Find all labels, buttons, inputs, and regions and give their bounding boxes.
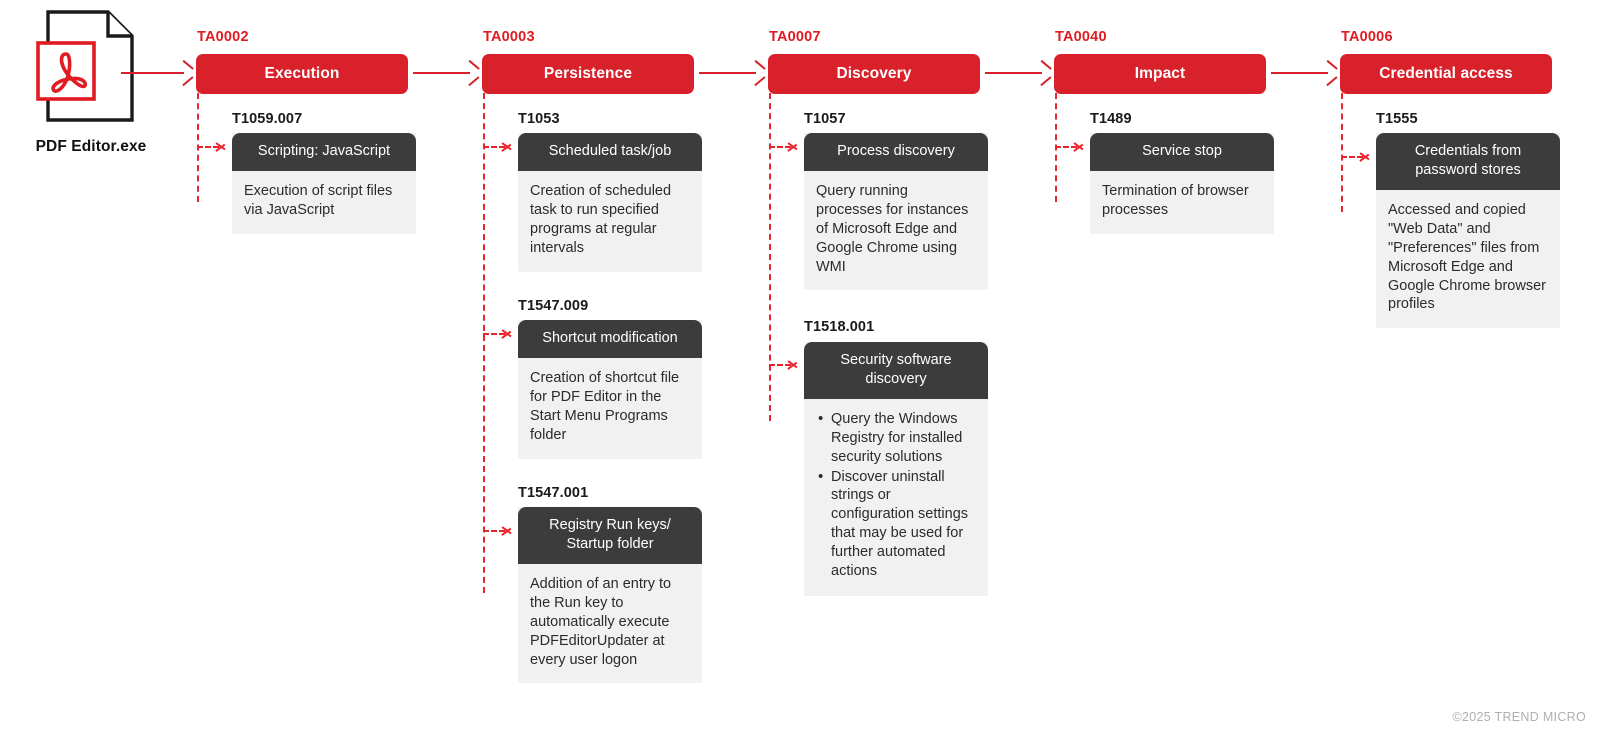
technique-id: T1547.009: [518, 297, 589, 314]
spine-credential-access: [1341, 93, 1343, 212]
technique-bullet-list: Query the Windows Registry for installed…: [816, 409, 976, 581]
technique-id: T1555: [1376, 110, 1418, 127]
technique-id: T1518.001: [804, 319, 875, 336]
technique-title: Scripting: JavaScript: [232, 133, 416, 172]
technique-bullet: Discover uninstall strings or configurat…: [818, 467, 976, 581]
tactic-id-ta0003: TA0003: [483, 29, 535, 45]
technique-description: Creation of scheduled task to run specif…: [530, 183, 672, 256]
technique-title: Security software discovery: [804, 341, 988, 400]
technique-description: Accessed and copied "Web Data" and "Pref…: [1388, 202, 1546, 313]
technique-id: T1053: [518, 110, 560, 127]
tactic-id-ta0002: TA0002: [197, 29, 249, 45]
spine-discovery: [769, 93, 771, 421]
technique-id: T1059.007: [232, 110, 303, 127]
tactic-id-ta0007: TA0007: [769, 29, 821, 45]
technique-title: Credentials from password stores: [1376, 133, 1560, 191]
connector-arrow-t1547-009: [483, 328, 517, 340]
pdf-file-icon: [36, 8, 146, 124]
connector-arrow-t1489: [1055, 141, 1089, 153]
technique-list-credential-access: T1555 Credentials from password stores A…: [1340, 111, 1560, 329]
connector-arrow-t1547-001: [483, 525, 517, 537]
technique-title: Process discovery: [804, 133, 988, 172]
connector-arrow-t1057: [769, 141, 803, 153]
technique-card[interactable]: Shortcut modification Creation of shortc…: [483, 320, 702, 459]
technique-list-persistence: T1053 Scheduled task/job Creation of sch…: [482, 111, 702, 684]
technique-card-t1555: T1555 Credentials from password stores A…: [1341, 110, 1560, 329]
tactic-id-ta0006: TA0006: [1341, 29, 1393, 45]
connector-arrow-t1555: [1341, 151, 1375, 163]
technique-description: Addition of an entry to the Run key to a…: [530, 576, 672, 668]
source-file-label: PDF Editor.exe: [35, 138, 147, 155]
connector-arrow-t1518-001: [769, 359, 803, 371]
connector-arrow-t1053: [483, 141, 517, 153]
flow-arrow-source-to-execution: [121, 66, 193, 80]
spine-impact: [1055, 93, 1057, 202]
technique-card-t1518-001: T1518.001 Security software discovery Qu…: [769, 319, 988, 596]
tactic-id-ta0040: TA0040: [1055, 29, 1107, 45]
technique-card[interactable]: Scheduled task/job Creation of scheduled…: [483, 133, 702, 272]
spine-persistence: [483, 93, 485, 593]
spine-execution: [197, 93, 199, 202]
lane-impact: TA0040 Impact T1489 Service stop Termina…: [1054, 29, 1274, 234]
technique-card-t1053: T1053 Scheduled task/job Creation of sch…: [483, 110, 702, 272]
technique-list-execution: T1059.007 Scripting: JavaScript Executio…: [196, 111, 416, 234]
technique-card-t1059-007: T1059.007 Scripting: JavaScript Executio…: [197, 110, 416, 234]
technique-card[interactable]: Scripting: JavaScript Execution of scrip…: [197, 133, 416, 234]
tactic-box-execution[interactable]: Execution: [196, 53, 408, 94]
flow-arrow-impact-to-credential-access: [1271, 66, 1337, 80]
lane-execution: TA0002 Execution T1059.007 Scripting: Ja…: [196, 29, 416, 234]
technique-id: T1057: [804, 110, 846, 127]
technique-card[interactable]: Security software discovery Query the Wi…: [769, 341, 988, 596]
lane-persistence: TA0003 Persistence T1053 Scheduled task/…: [482, 29, 702, 684]
lane-discovery: TA0007 Discovery T1057 Process discovery…: [768, 29, 988, 596]
footer-copyright: ©2025 TREND MICRO: [1452, 710, 1586, 724]
technique-title: Registry Run keys/ Startup folder: [518, 507, 702, 565]
lane-credential-access: TA0006 Credential access T1555 Credentia…: [1340, 29, 1560, 329]
technique-card[interactable]: Process discovery Query running processe…: [769, 133, 988, 291]
technique-description: Query running processes for instances of…: [816, 183, 969, 275]
flow-arrow-persistence-to-discovery: [699, 66, 765, 80]
technique-description: Creation of shortcut file for PDF Editor…: [530, 370, 680, 443]
flow-arrow-execution-to-persistence: [413, 66, 479, 80]
tactic-box-credential-access[interactable]: Credential access: [1340, 53, 1552, 94]
tactic-box-persistence[interactable]: Persistence: [482, 53, 694, 94]
tactic-box-discovery[interactable]: Discovery: [768, 53, 980, 94]
technique-id: T1489: [1090, 110, 1132, 127]
technique-title: Scheduled task/job: [518, 133, 702, 172]
technique-title: Shortcut modification: [518, 320, 702, 359]
technique-card[interactable]: Credentials from password stores Accesse…: [1341, 133, 1560, 329]
technique-bullet: Query the Windows Registry for installed…: [818, 409, 976, 467]
technique-title: Service stop: [1090, 133, 1274, 172]
technique-card[interactable]: Service stop Termination of browser proc…: [1055, 133, 1274, 234]
technique-description: Termination of browser processes: [1102, 183, 1249, 218]
technique-card-t1489: T1489 Service stop Termination of browse…: [1055, 110, 1274, 234]
technique-card[interactable]: Registry Run keys/ Startup folder Additi…: [483, 507, 702, 684]
connector-arrow-t1059-007: [197, 141, 231, 153]
tactic-box-impact[interactable]: Impact: [1054, 53, 1266, 94]
technique-description: Query the Windows Registry for installed…: [804, 399, 988, 596]
technique-card-t1547-001: T1547.001 Registry Run keys/ Startup fol…: [483, 484, 702, 684]
technique-list-discovery: T1057 Process discovery Query running pr…: [768, 111, 988, 596]
technique-card-t1547-009: T1547.009 Shortcut modification Creation…: [483, 297, 702, 459]
flow-arrow-discovery-to-impact: [985, 66, 1051, 80]
technique-id: T1547.001: [518, 484, 589, 501]
source-file-node: PDF Editor.exe: [16, 8, 166, 156]
technique-description: Execution of script files via JavaScript: [244, 183, 393, 218]
technique-card-t1057: T1057 Process discovery Query running pr…: [769, 110, 988, 291]
technique-list-impact: T1489 Service stop Termination of browse…: [1054, 111, 1274, 234]
